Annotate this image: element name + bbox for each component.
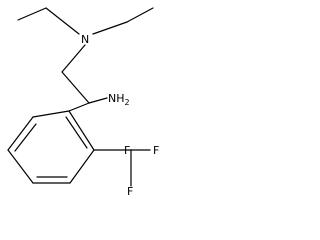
bond-ethyl-left-to-n: [45, 7, 80, 35]
bond-ethyl-left-terminal: [17, 7, 47, 21]
bond-ethyl-right-terminal: [126, 7, 154, 23]
ring-bond-5: [69, 149, 95, 184]
bond-n-to-ch2: [61, 44, 86, 73]
amine-label-subscript: 2: [125, 98, 130, 107]
amine-label: NH2: [108, 92, 130, 107]
ring-bond-1: [32, 110, 70, 118]
fluorine-left-label: F: [124, 144, 130, 157]
fluorine-right-label: F: [153, 144, 159, 157]
bond-ch-to-ring: [68, 102, 90, 112]
amine-label-main: NH: [108, 92, 125, 105]
structure-canvas: N NH2 F F F: [0, 0, 170, 225]
bond-ch2-to-ch: [61, 71, 90, 104]
ring-bond-3: [7, 149, 34, 184]
bond-n-to-ethyl-right: [92, 21, 128, 35]
ring-bond-6: [68, 110, 95, 151]
ring-bond-2: [7, 116, 34, 151]
fluorine-bottom-label: F: [127, 185, 133, 198]
ring-double-bond-1: [14, 123, 37, 152]
ring-double-bond-3: [65, 116, 88, 149]
bond-ch-to-nh2: [88, 97, 108, 104]
nitrogen-label: N: [81, 33, 89, 46]
